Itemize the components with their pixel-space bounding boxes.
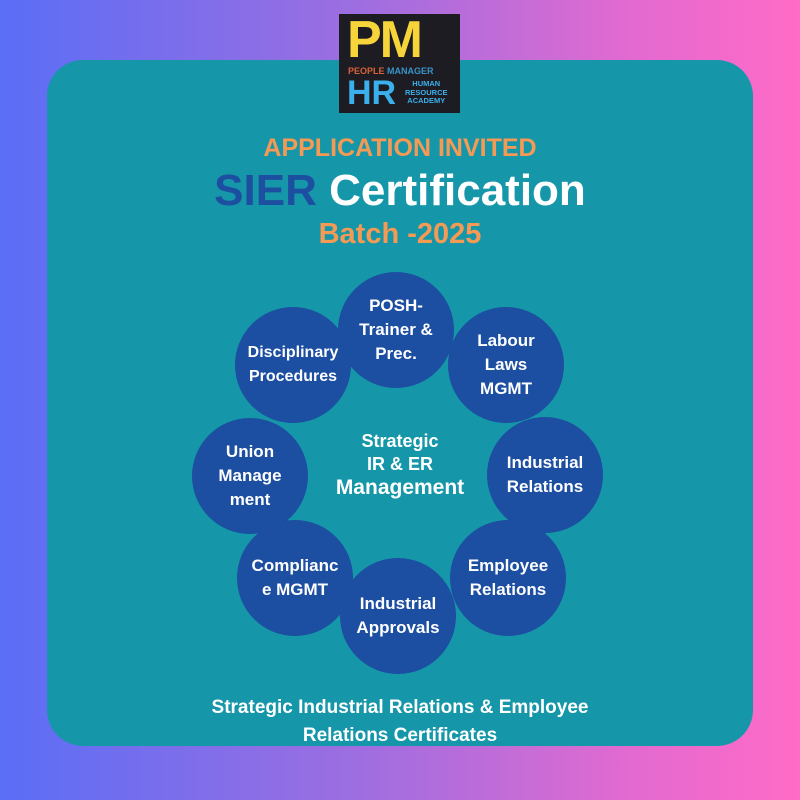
circle-labour-laws: Labour Laws MGMT — [448, 307, 564, 423]
logo-pm: PM — [347, 11, 423, 69]
headline: APPLICATION INVITED — [263, 134, 537, 162]
center-line3: Management — [335, 476, 465, 499]
logo-people: PEOPLE — [348, 66, 385, 76]
footer-text: Strategic Industrial Relations & Employe… — [0, 694, 800, 750]
logo-resource: RESOURCE — [405, 87, 448, 97]
circle-label: Union Manage ment — [218, 442, 282, 509]
circle-label: Labour Laws MGMT — [477, 331, 535, 398]
circle-industrial-relations: Industrial Relations — [487, 417, 603, 533]
circle-union-management: Union Manage ment — [192, 418, 308, 534]
circle-label: Complianc e MGMT — [251, 556, 339, 599]
logo-hr: HR — [347, 74, 397, 112]
circle-posh: POSH- Trainer & Prec. — [338, 272, 454, 388]
center-line1: Strategic — [361, 431, 439, 451]
circle-label: Industrial Approvals — [356, 594, 440, 637]
circle-industrial-approvals: Industrial Approvals — [340, 558, 456, 674]
batch-label: Batch -2025 — [318, 218, 482, 250]
logo-human: HUMAN — [412, 79, 441, 88]
circle-label: POSH- Trainer & Prec. — [359, 296, 433, 363]
center-label: Strategic IR & ER Management — [320, 430, 480, 499]
title-certification: Certification — [329, 166, 586, 215]
page-title: SIER Certification — [0, 166, 800, 216]
circle-employee-relations: Employee Relations — [450, 520, 566, 636]
footer-line1: Strategic Industrial Relations & Employe… — [211, 697, 589, 718]
circle-compliance: Complianc e MGMT — [237, 520, 353, 636]
title-sier: SIER — [214, 166, 317, 215]
logo-tagline: PEOPLE MANAGER — [348, 66, 434, 76]
center-line2: IR & ER — [366, 454, 433, 474]
circle-label: Industrial Relations — [506, 453, 584, 496]
circle-label: Employee Relations — [467, 556, 549, 599]
footer-line2: Relations Certificates — [302, 725, 498, 746]
circle-disciplinary: Disciplinary Procedures — [235, 307, 351, 423]
logo-academy: ACADEMY — [407, 96, 446, 105]
circle-label: Disciplinary Procedures — [247, 344, 339, 385]
logo-manager: MANAGER — [387, 66, 434, 76]
